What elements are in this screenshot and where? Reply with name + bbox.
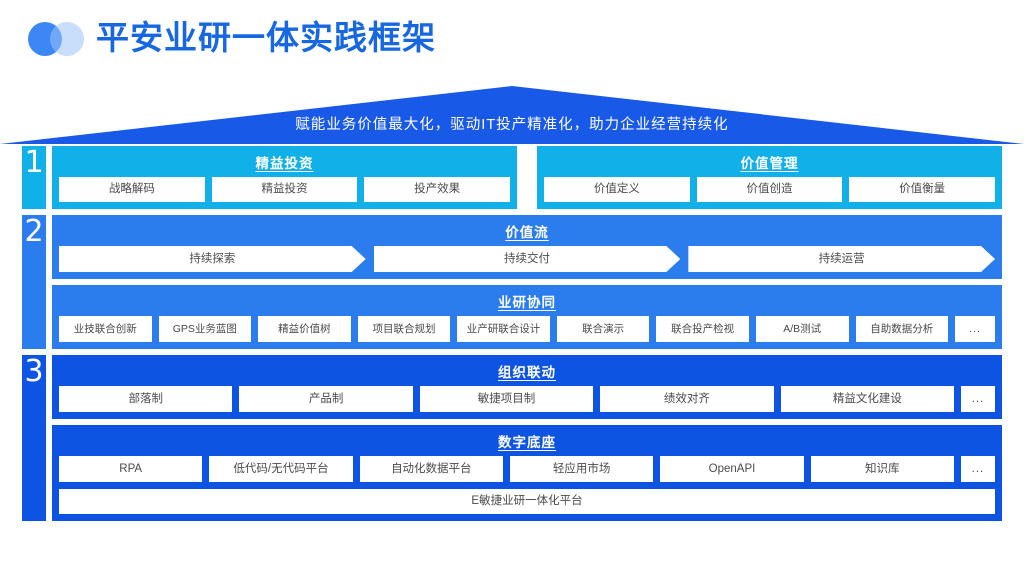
- chip-item[interactable]: 精益文化建设: [780, 386, 955, 412]
- row-number-2: 2: [22, 215, 46, 349]
- banner-text: 赋能业务价值最大化，驱动IT投产精准化，助力企业经营持续化: [295, 117, 729, 133]
- chip-item[interactable]: OpenAPI: [660, 456, 804, 482]
- chip-item[interactable]: 业技联合创新: [59, 316, 152, 342]
- chip-item-more[interactable]: ...: [960, 456, 995, 482]
- page-header: 平安业研一体实践框架: [0, 0, 1024, 78]
- chip-item[interactable]: A/B测试: [755, 316, 849, 342]
- chip-item[interactable]: 联合投产检视: [656, 316, 749, 342]
- chip-item[interactable]: 自助数据分析: [855, 316, 949, 342]
- framework-row-2: 2 价值流 持续探索 持续交付 持续运营 业研协同 业技联合创新 GPS业务蓝图…: [22, 215, 1002, 349]
- logo-circle-light: [50, 22, 84, 56]
- panel-title: 数字底座: [498, 435, 556, 450]
- panel-business-rd-collaboration[interactable]: 业研协同 业技联合创新 GPS业务蓝图 精益价值树 项目联合规划 业产研联合设计…: [52, 285, 1002, 349]
- panel-title: 组织联动: [498, 365, 556, 380]
- row-number-3: 3: [22, 355, 46, 521]
- chip-item[interactable]: 项目联合规划: [357, 316, 451, 342]
- chip-item-more[interactable]: ...: [961, 386, 996, 412]
- chevron-item[interactable]: 持续探索: [59, 246, 366, 272]
- chip-item[interactable]: GPS业务蓝图: [158, 316, 252, 342]
- chevron-item[interactable]: 持续运营: [688, 246, 995, 272]
- panel-digital-foundation[interactable]: 数字底座 RPA 低代码/无代码平台 自动化数据平台 轻应用市场 OpenAPI…: [52, 425, 1002, 521]
- chip-item[interactable]: 绩效对齐: [600, 386, 774, 412]
- two-overlapping-circles-icon: [28, 22, 96, 56]
- framework-row-1: 1 精益投资 战略解码 精益投资 投产效果 价值管理 价值定义 价值创造 价值衡…: [22, 146, 1002, 209]
- chip-item[interactable]: 战略解码: [59, 177, 205, 202]
- chip-item[interactable]: 价值定义: [544, 177, 690, 202]
- chip-item[interactable]: 低代码/无代码平台: [209, 456, 353, 482]
- chip-item[interactable]: 敏捷项目制: [419, 386, 594, 412]
- chip-item[interactable]: 投产效果: [364, 177, 511, 202]
- platform-bar[interactable]: E敏捷业研一体化平台: [59, 489, 995, 514]
- page-title: 平安业研一体实践框架: [96, 19, 436, 56]
- panel-organization-linkage[interactable]: 组织联动 部落制 产品制 敏捷项目制 绩效对齐 精益文化建设 ...: [52, 355, 1002, 419]
- chip-item[interactable]: 轻应用市场: [509, 456, 654, 482]
- panel-lean-investment[interactable]: 精益投资 战略解码 精益投资 投产效果: [52, 146, 517, 209]
- panel-title: 价值流: [505, 225, 549, 240]
- chip-item[interactable]: 联合演示: [556, 316, 650, 342]
- chip-item[interactable]: 价值衡量: [849, 177, 996, 202]
- tagline-banner: 赋能业务价值最大化，驱动IT投产精准化，助力企业经营持续化: [0, 86, 1024, 144]
- chip-item[interactable]: 价值创造: [696, 177, 843, 202]
- framework-rows: 1 精益投资 战略解码 精益投资 投产效果 价值管理 价值定义 价值创造 价值衡…: [22, 146, 1002, 527]
- chevron-item[interactable]: 持续交付: [374, 246, 681, 272]
- chip-item[interactable]: 知识库: [810, 456, 954, 482]
- panel-title: 业研协同: [498, 295, 556, 310]
- chip-item[interactable]: 自动化数据平台: [359, 456, 503, 482]
- chip-item[interactable]: RPA: [59, 456, 203, 482]
- row-number-1: 1: [22, 146, 46, 209]
- chip-item-more[interactable]: ...: [955, 316, 996, 342]
- chip-item[interactable]: 产品制: [239, 386, 413, 412]
- panel-title: 精益投资: [255, 156, 314, 171]
- chip-item[interactable]: 精益投资: [211, 177, 358, 202]
- panel-value-stream[interactable]: 价值流 持续探索 持续交付 持续运营: [52, 215, 1002, 279]
- framework-row-3: 3 组织联动 部落制 产品制 敏捷项目制 绩效对齐 精益文化建设 ... 数字底…: [22, 355, 1002, 521]
- panel-title: 价值管理: [740, 156, 799, 171]
- panel-value-management[interactable]: 价值管理 价值定义 价值创造 价值衡量: [537, 146, 1002, 209]
- chip-item[interactable]: 业产研联合设计: [457, 316, 550, 342]
- chip-item[interactable]: 精益价值树: [258, 316, 351, 342]
- chip-item[interactable]: 部落制: [59, 386, 233, 412]
